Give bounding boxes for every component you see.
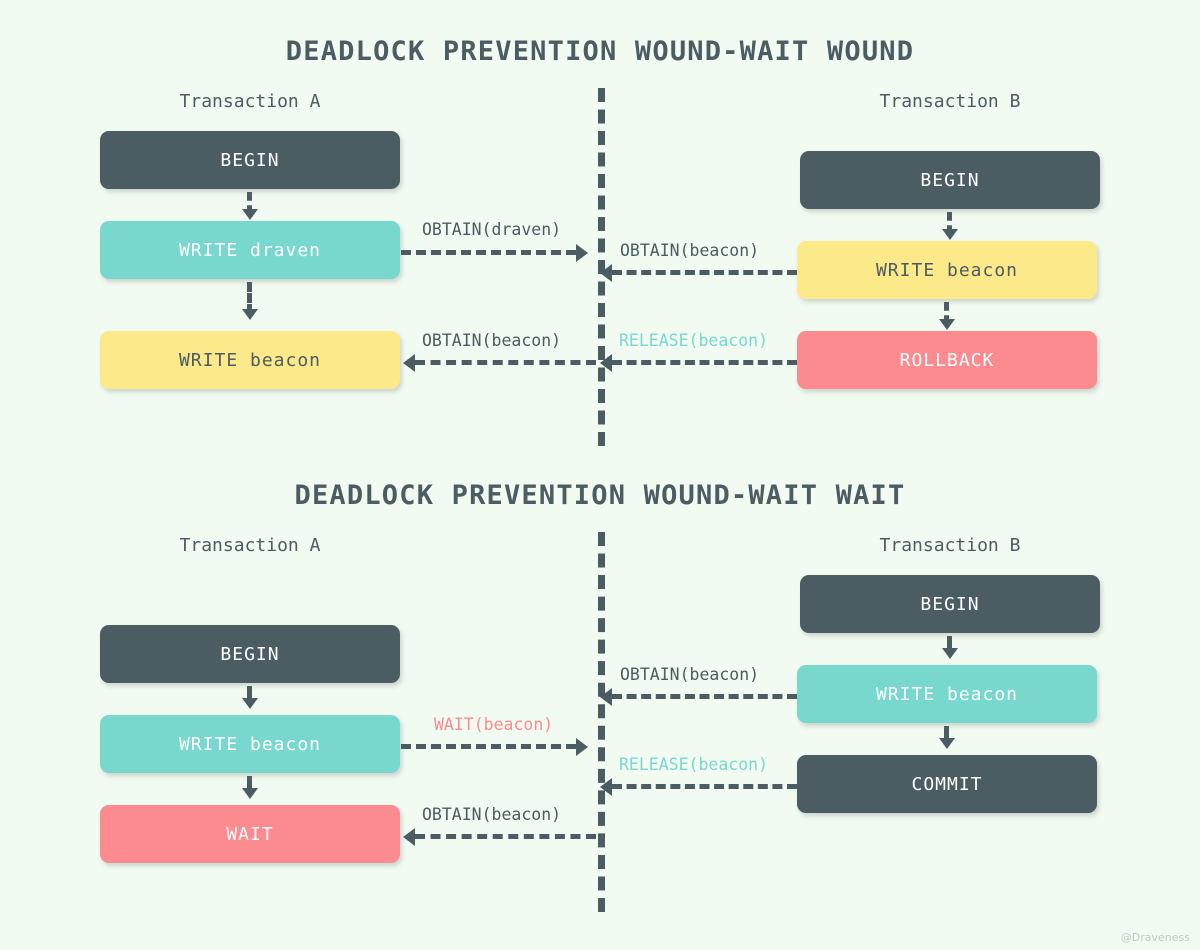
node-right-commit-wait[interactable]: COMMIT	[797, 755, 1097, 813]
edge-label-obtain-beacon-b-wound: OBTAIN(beacon)	[620, 241, 760, 260]
edge-arrowhead-release-beacon-wound	[600, 354, 612, 372]
flow-arrowhead-left-1-wound	[242, 209, 258, 220]
edge-label-obtain-beacon-b-wait: OBTAIN(beacon)	[620, 665, 760, 684]
diagram-title-wound: DEADLOCK PREVENTION WOUND-WAIT WOUND	[285, 36, 915, 67]
edge-line-wait-beacon-wait	[401, 744, 576, 749]
edge-line-release-beacon-wound	[612, 360, 797, 365]
column-title-transaction-a-wound: Transaction A	[179, 91, 321, 112]
watermark: @Draveness	[1120, 931, 1190, 944]
node-left-begin-wait[interactable]: BEGIN	[100, 625, 400, 683]
edge-label-obtain-beacon-a-wait: OBTAIN(beacon)	[422, 805, 562, 824]
edge-line-obtain-draven-wound	[401, 250, 576, 255]
flow-arrowhead-right-2-wound	[939, 319, 955, 330]
edge-arrowhead-wait-beacon-wait	[576, 738, 588, 756]
edge-line-release-beacon-wait	[612, 784, 797, 789]
edge-label-obtain-draven-wound: OBTAIN(draven)	[422, 220, 562, 239]
node-left-wait-wait[interactable]: WAIT	[100, 805, 400, 863]
node-left-write-beacon-wait[interactable]: WRITE beacon	[100, 715, 400, 773]
edge-line-obtain-beacon-a-wound	[415, 360, 596, 365]
edge-arrowhead-obtain-beacon-a-wait	[403, 828, 415, 846]
edge-arrowhead-obtain-beacon-b-wound	[600, 264, 612, 282]
column-title-transaction-b-wound: Transaction B	[879, 91, 1021, 112]
edge-label-release-beacon-wound: RELEASE(beacon)	[619, 331, 769, 350]
column-title-transaction-a-wait: Transaction A	[179, 535, 321, 556]
swimlane-divider-wait	[598, 532, 605, 912]
flow-arrowhead-left-2-wait	[242, 788, 258, 799]
edge-label-wait-beacon-wait: WAIT(beacon)	[434, 715, 554, 734]
flow-connector-right-2-wait	[944, 726, 949, 742]
flow-arrowhead-right-2-wait	[939, 738, 955, 749]
node-left-begin-wound[interactable]: BEGIN	[100, 131, 400, 189]
flow-arrowhead-right-1-wait	[942, 648, 958, 659]
flow-arrowhead-left-1-wait	[242, 698, 258, 709]
flow-arrowhead-right-1-wound	[942, 229, 958, 240]
node-left-write-beacon-wound[interactable]: WRITE beacon	[100, 331, 400, 389]
edge-line-obtain-beacon-b-wound	[612, 270, 797, 275]
node-right-write-beacon-wait[interactable]: WRITE beacon	[797, 665, 1097, 723]
edge-arrowhead-release-beacon-wait	[600, 778, 612, 796]
node-right-begin-wait[interactable]: BEGIN	[800, 575, 1100, 633]
edge-label-obtain-beacon-a-wound: OBTAIN(beacon)	[422, 331, 562, 350]
flow-arrowhead-left-2-wound	[242, 309, 258, 320]
edge-arrowhead-obtain-beacon-b-wait	[600, 688, 612, 706]
flow-connector-right-1-wait	[947, 636, 952, 652]
flow-connector-left-2-wait	[247, 776, 252, 792]
edge-line-obtain-beacon-a-wait	[415, 834, 596, 839]
edge-arrowhead-obtain-draven-wound	[576, 244, 588, 262]
node-right-rollback-wound[interactable]: ROLLBACK	[797, 331, 1097, 389]
flow-connector-left-1-wait	[247, 686, 252, 702]
edge-label-release-beacon-wait: RELEASE(beacon)	[619, 755, 769, 774]
flow-connector-left-2-wound	[247, 282, 252, 314]
diagram-title-wait: DEADLOCK PREVENTION WOUND-WAIT WAIT	[294, 480, 906, 511]
flow-connector-right-1-wound	[947, 212, 952, 234]
column-title-transaction-b-wait: Transaction B	[879, 535, 1021, 556]
edge-line-obtain-beacon-b-wait	[612, 694, 797, 699]
flow-connector-right-2-wound	[944, 302, 949, 324]
node-right-begin-wound[interactable]: BEGIN	[800, 151, 1100, 209]
node-left-write-draven-wound[interactable]: WRITE draven	[100, 221, 400, 279]
node-right-write-beacon-wound[interactable]: WRITE beacon	[797, 241, 1097, 299]
edge-arrowhead-obtain-beacon-a-wound	[403, 354, 415, 372]
flow-connector-left-1-wound	[247, 192, 252, 214]
